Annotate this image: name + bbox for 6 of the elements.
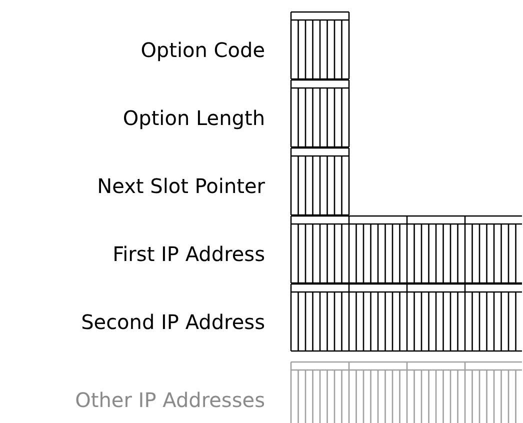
field-label: Option Code [140, 38, 265, 62]
field-label: First IP Address [112, 242, 265, 266]
field-label: Other IP Addresses [75, 388, 265, 412]
field-label: Option Length [122, 106, 265, 130]
field-label: Next Slot Pointer [97, 174, 265, 198]
field-label: Second IP Address [81, 310, 265, 334]
